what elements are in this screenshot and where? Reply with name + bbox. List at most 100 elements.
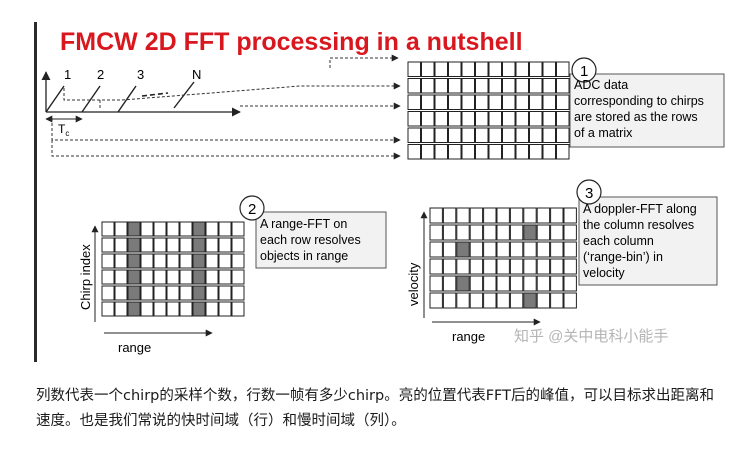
matrix-cell xyxy=(166,285,180,301)
matrix-cell xyxy=(496,224,510,241)
matrix-cell xyxy=(488,61,502,77)
matrix-cell xyxy=(550,258,564,275)
matrix-cell xyxy=(192,285,206,301)
matrix-cell xyxy=(407,94,421,110)
matrix-cell xyxy=(231,285,245,301)
matrix-cell xyxy=(563,258,577,275)
matrix-cell xyxy=(550,292,564,309)
matrix-cell xyxy=(434,127,448,143)
matrix-cell xyxy=(515,127,529,143)
chirp-index-label: Chirp index xyxy=(78,244,93,310)
matrix-cell xyxy=(140,285,154,301)
matrix-cell xyxy=(101,285,115,301)
matrix-cell xyxy=(442,207,457,224)
matrix-cell xyxy=(556,144,570,160)
matrix-cell xyxy=(421,61,435,77)
tc-label: Tc xyxy=(58,122,69,138)
callout-3-line-3: each column xyxy=(583,234,654,248)
matrix-cell xyxy=(529,111,543,127)
matrix-cell xyxy=(550,207,564,224)
matrix-cell xyxy=(536,292,551,309)
callout-1-line-4: of a matrix xyxy=(574,126,633,140)
matrix-cell xyxy=(556,94,570,110)
matrix-cell xyxy=(469,292,484,309)
callout-3-line-4: (‘range-bin’) in xyxy=(583,250,663,264)
matrix-cell xyxy=(469,258,484,275)
matrix-cell xyxy=(461,61,475,77)
matrix-cell xyxy=(542,111,556,127)
adc-data-matrix xyxy=(407,61,570,160)
matrix-cell xyxy=(456,207,470,224)
matrix-cell xyxy=(536,258,551,275)
chirp-timing-diagram: 1 2 3 N Tc xyxy=(41,67,241,138)
matrix-cell xyxy=(127,221,141,237)
matrix-cell xyxy=(429,292,443,309)
slide-left-border xyxy=(34,22,37,362)
matrix-cell xyxy=(523,258,537,275)
matrix-cell xyxy=(101,269,115,285)
matrix-cell xyxy=(205,237,219,253)
callout-3-line-2: the column resolves xyxy=(583,218,694,232)
matrix-cell xyxy=(114,253,128,269)
matrix-cell xyxy=(488,111,502,127)
chirp-label-1: 1 xyxy=(64,67,71,82)
matrix-cell xyxy=(461,144,475,160)
matrix-cell xyxy=(556,61,570,77)
matrix-cell xyxy=(515,94,529,110)
matrix-cell xyxy=(231,221,245,237)
matrix-cell xyxy=(192,237,206,253)
range-fft-matrix xyxy=(101,221,245,317)
matrix-cell xyxy=(429,258,443,275)
matrix-cell xyxy=(529,144,543,160)
chirp-label-n: N xyxy=(192,67,201,82)
matrix-cell xyxy=(205,269,219,285)
routing-arrows xyxy=(51,54,400,160)
chirp-label-3: 3 xyxy=(137,67,144,82)
matrix-cell xyxy=(448,61,462,77)
matrix-cell xyxy=(563,292,577,309)
matrix-cell xyxy=(515,78,529,94)
matrix-cell xyxy=(114,301,128,317)
matrix-cell xyxy=(488,127,502,143)
matrix-cell xyxy=(179,253,193,269)
matrix-cell xyxy=(523,224,537,241)
matrix-cell xyxy=(550,275,564,292)
matrix-cell xyxy=(483,275,497,292)
matrix-cell xyxy=(515,144,529,160)
matrix-cell xyxy=(496,275,510,292)
matrix-cell xyxy=(502,111,516,127)
matrix-cell xyxy=(407,144,421,160)
matrix-cell xyxy=(542,61,556,77)
callout-1-box xyxy=(569,73,725,148)
matrix-cell xyxy=(218,285,232,301)
matrix-cell xyxy=(166,301,180,317)
callout-1-line-1: ADC data xyxy=(574,78,628,92)
matrix-cell xyxy=(529,78,543,94)
matrix-cell xyxy=(529,127,543,143)
chirp-ramp-2 xyxy=(81,85,101,113)
matrix-cell xyxy=(127,253,141,269)
matrix-cell xyxy=(140,253,154,269)
matrix-cell xyxy=(542,127,556,143)
matrix-cell xyxy=(442,241,457,258)
matrix-cell xyxy=(114,237,128,253)
matrix-cell xyxy=(205,301,219,317)
matrix-cell xyxy=(114,221,128,237)
matrix-cell xyxy=(231,237,245,253)
diagram-canvas: FMCW 2D FFT processing in a nutshell 1 2… xyxy=(41,28,725,355)
matrix-cell xyxy=(218,301,232,317)
matrix-cell xyxy=(475,111,489,127)
matrix-cell xyxy=(523,207,537,224)
matrix-cell xyxy=(496,241,510,258)
matrix-cell xyxy=(461,94,475,110)
matrix-cell xyxy=(153,269,167,285)
matrix-cell xyxy=(563,207,577,224)
matrix-cell xyxy=(456,241,470,258)
matrix-cell xyxy=(421,127,435,143)
matrix-cell xyxy=(192,301,206,317)
matrix-cell xyxy=(461,127,475,143)
step-3-number: 3 xyxy=(585,185,593,202)
matrix-cell xyxy=(407,61,421,77)
matrix-cell xyxy=(140,301,154,317)
matrix-cell xyxy=(179,221,193,237)
